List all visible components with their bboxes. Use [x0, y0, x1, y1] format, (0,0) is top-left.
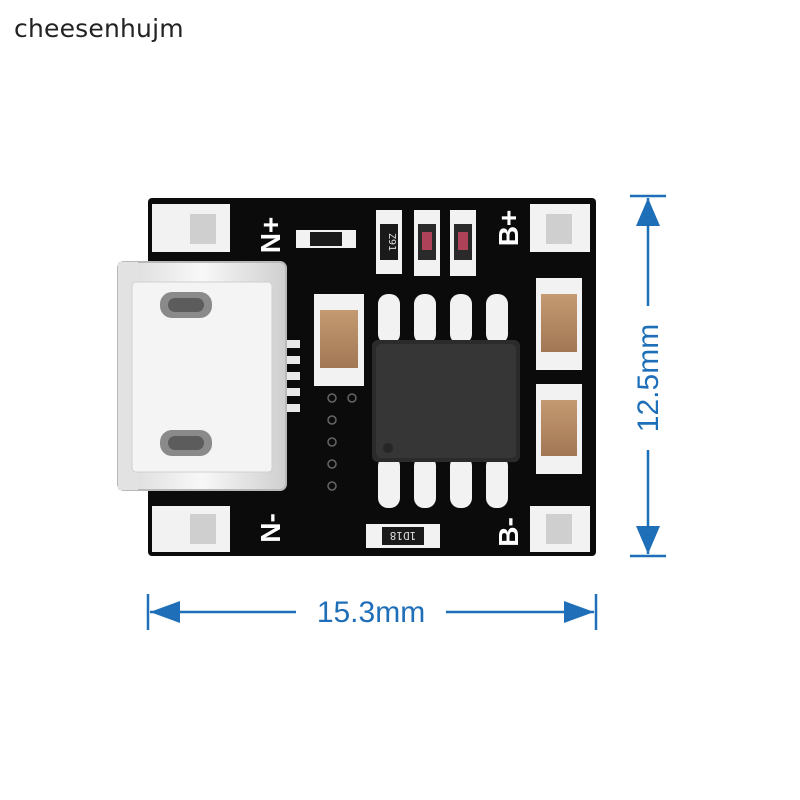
resistor-1d18: 1D18	[366, 524, 440, 548]
mounting-pad-bottom-right	[530, 506, 590, 552]
label-n-minus: N-	[255, 513, 286, 543]
ic-pads-bottom	[378, 456, 508, 508]
label-n-plus: N+	[255, 217, 286, 254]
vias	[327, 393, 357, 491]
resistor-z91: Z91	[376, 210, 402, 274]
led-right	[450, 210, 476, 276]
capacitor-left	[314, 294, 364, 386]
width-dimension: 15.3mm	[146, 594, 598, 630]
mounting-pad-bottom-left	[152, 506, 230, 552]
usb-shell-tab-bottom	[160, 430, 212, 456]
label-b-minus: B-	[493, 517, 524, 547]
resistor-1d18-marking: 1D18	[390, 529, 417, 542]
label-b-plus: B+	[493, 210, 524, 247]
micro-usb-connector	[117, 261, 287, 491]
ic-chip	[372, 340, 520, 462]
watermark-text: cheesenhujm	[14, 14, 184, 43]
height-label: 12.5mm	[632, 324, 665, 432]
capacitor-right-top	[536, 278, 582, 370]
resistor-top-left	[296, 230, 356, 248]
mounting-pad-top-left	[152, 204, 230, 252]
width-label: 15.3mm	[317, 596, 425, 629]
ic-pads-top	[378, 294, 508, 344]
height-dimension: 12.5mm	[630, 194, 666, 558]
resistor-z91-marking: Z91	[386, 233, 397, 251]
mounting-pad-top-right	[530, 204, 590, 252]
led-left	[414, 210, 440, 276]
usb-shell-tab-top	[160, 292, 212, 318]
capacitor-right-bottom	[536, 384, 582, 474]
